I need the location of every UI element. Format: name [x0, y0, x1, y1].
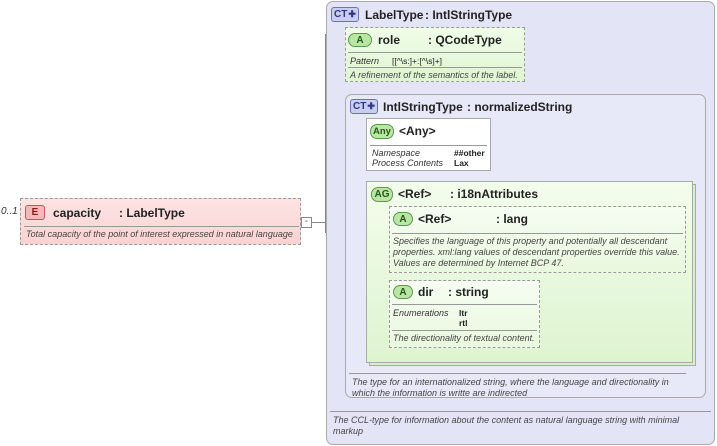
any-separator — [370, 145, 487, 146]
dir-attribute-type: : string — [448, 285, 489, 299]
lang-attribute-box[interactable]: A <Ref> : lang Specifies the language of… — [389, 206, 686, 273]
dir-doc: The directionality of textual content. — [393, 333, 535, 343]
role-pattern-key: Pattern — [350, 56, 380, 66]
role-separator-top — [348, 52, 522, 53]
intlstringtype-ct-text: CT — [353, 101, 367, 112]
dir-separator-bottom — [392, 330, 537, 331]
intlstringtype-name: IntlStringType — [383, 100, 463, 114]
role-doc: A refinement of the semantics of the lab… — [350, 70, 518, 80]
any-badge: Any — [370, 124, 394, 139]
labeltype-base: : IntlStringType — [425, 8, 513, 22]
role-attribute-box[interactable]: A role : QCodeType Pattern [[^\s:]+:[^\s… — [345, 27, 525, 82]
connector-toggle-to-type — [313, 222, 325, 223]
dir-enum-value-ltr: ltr — [459, 308, 468, 318]
collapse-toggle-label: - — [304, 216, 309, 227]
connector-trunk-type — [325, 34, 326, 232]
any-element-box[interactable]: Any <Any> Namespace ##other Process Cont… — [366, 118, 491, 171]
dir-enum-value-rtl: rtl — [459, 318, 468, 328]
lang-attribute-name: <Ref> — [418, 212, 452, 226]
labeltype-name: LabelType — [365, 8, 424, 22]
role-attribute-badge: A — [348, 33, 372, 47]
expand-icon: ✚ — [348, 9, 356, 19]
element-separator — [24, 226, 299, 227]
lang-attribute-type: : lang — [496, 212, 528, 226]
any-namespace-key: Namespace — [372, 148, 421, 158]
attrgroup-name: <Ref> — [398, 187, 432, 201]
dir-attribute-box[interactable]: A dir : string Enumerations ltr rtl The … — [389, 280, 540, 348]
any-namespace-value: ##other — [454, 148, 485, 158]
element-type: : LabelType — [119, 206, 185, 220]
role-separator-bottom — [348, 67, 522, 68]
element-doc: Total capacity of the point of interest … — [26, 229, 293, 239]
role-pattern-value: [[^\s:]+:[^\s]+] — [392, 56, 443, 66]
labeltype-separator — [330, 411, 711, 412]
intlstringtype-doc: The type for an internationalized string… — [352, 377, 669, 398]
element-badge: E — [25, 205, 45, 220]
any-process-value: Lax — [454, 158, 469, 168]
attrgroup-type: : i18nAttributes — [450, 187, 539, 201]
lang-doc: Specifies the language of this property … — [393, 236, 680, 268]
occurrence-label: 0..1 — [1, 206, 18, 217]
labeltype-ct-badge: CT✚ — [331, 7, 359, 22]
lang-attribute-badge: A — [393, 212, 413, 226]
dir-attribute-badge: A — [393, 285, 413, 299]
role-attribute-type: : QCodeType — [428, 33, 502, 47]
any-name: <Any> — [399, 124, 436, 138]
intlstringtype-ct-badge: CT✚ — [350, 99, 378, 114]
expand-icon: ✚ — [367, 101, 375, 111]
any-process-key: Process Contents — [372, 158, 444, 168]
dir-attribute-name: dir — [418, 285, 434, 299]
element-name: capacity — [53, 206, 102, 220]
dir-enumerations-key: Enumerations — [393, 308, 449, 318]
intlstringtype-base: : normalizedString — [467, 100, 573, 114]
collapse-toggle[interactable]: - — [301, 217, 312, 228]
intlstringtype-separator — [349, 373, 686, 374]
labeltype-ct-text: CT — [334, 9, 348, 20]
lang-separator — [392, 233, 683, 234]
attrgroup-badge: AG — [371, 187, 393, 202]
dir-separator-top — [392, 304, 537, 305]
capacity-element-box[interactable]: E capacity : LabelType Total capacity of… — [20, 198, 301, 245]
role-attribute-name: role — [378, 33, 401, 47]
labeltype-doc: The CCL-type for information about the c… — [333, 415, 680, 436]
